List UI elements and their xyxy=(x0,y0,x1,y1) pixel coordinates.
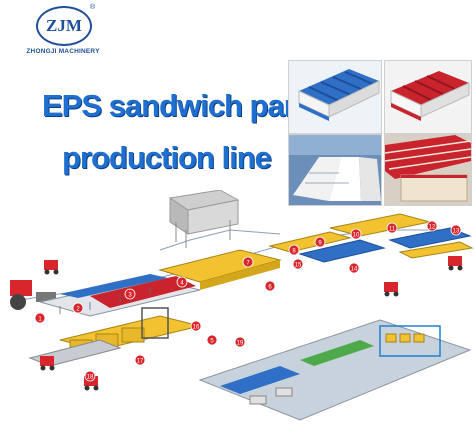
station-number: 14 xyxy=(351,266,358,272)
red-panel-photo xyxy=(384,60,472,134)
station-number: 7 xyxy=(246,260,250,266)
station-number: 6 xyxy=(268,284,272,290)
station-number: 16 xyxy=(193,324,200,330)
station-marker xyxy=(84,370,96,382)
packing-line xyxy=(28,307,201,367)
decoiler xyxy=(10,280,56,310)
logo-text: ZJM xyxy=(46,16,82,35)
station-number: 1 xyxy=(38,316,42,322)
station-marker xyxy=(124,288,136,300)
station-marker xyxy=(386,222,398,234)
factory-photo-2 xyxy=(384,134,472,206)
station-number: 11 xyxy=(389,226,396,232)
station-number: 5 xyxy=(210,338,214,344)
headline-line-2: production line xyxy=(62,140,272,175)
station-marker xyxy=(176,276,188,288)
logo-mark: ZJM xyxy=(36,6,92,46)
dust-collector xyxy=(168,190,240,248)
station-marker xyxy=(190,320,202,332)
registered-mark: ® xyxy=(90,4,96,11)
station-number: 12 xyxy=(429,224,436,230)
station-marker xyxy=(34,312,46,324)
station-marker xyxy=(288,244,300,256)
station-marker xyxy=(292,258,304,270)
station-number: 17 xyxy=(137,358,144,364)
station-number: 3 xyxy=(128,292,132,298)
company-logo: ZJM ® ZHONGJI MACHINERY xyxy=(24,4,102,60)
factory-floor-render xyxy=(198,319,472,421)
station-number: 19 xyxy=(237,340,244,346)
station-marker xyxy=(234,336,246,348)
station-marker xyxy=(314,236,326,248)
forming-conveyor xyxy=(39,274,201,317)
station-number: 18 xyxy=(87,374,94,380)
station-number: 4 xyxy=(180,280,184,286)
station-marker xyxy=(348,262,360,274)
station-marker xyxy=(206,334,218,346)
station-marker xyxy=(426,220,438,232)
station-marker xyxy=(450,224,462,236)
station-number: 13 xyxy=(453,228,460,234)
station-number: 15 xyxy=(295,262,302,268)
headline-line-1: EPS sandwich panel xyxy=(42,88,326,123)
station-number: 2 xyxy=(76,306,80,312)
station-marker xyxy=(242,256,254,268)
station-marker xyxy=(264,280,276,292)
station-number: 10 xyxy=(353,232,360,238)
station-marker xyxy=(350,228,362,240)
company-name: ZHONGJI MACHINERY xyxy=(26,48,100,55)
station-number: 9 xyxy=(318,240,322,246)
station-marker xyxy=(134,354,146,366)
station-marker xyxy=(72,302,84,314)
factory-photo-1 xyxy=(288,134,382,206)
blue-panel-photo xyxy=(288,60,382,134)
station-number: 8 xyxy=(292,248,296,254)
